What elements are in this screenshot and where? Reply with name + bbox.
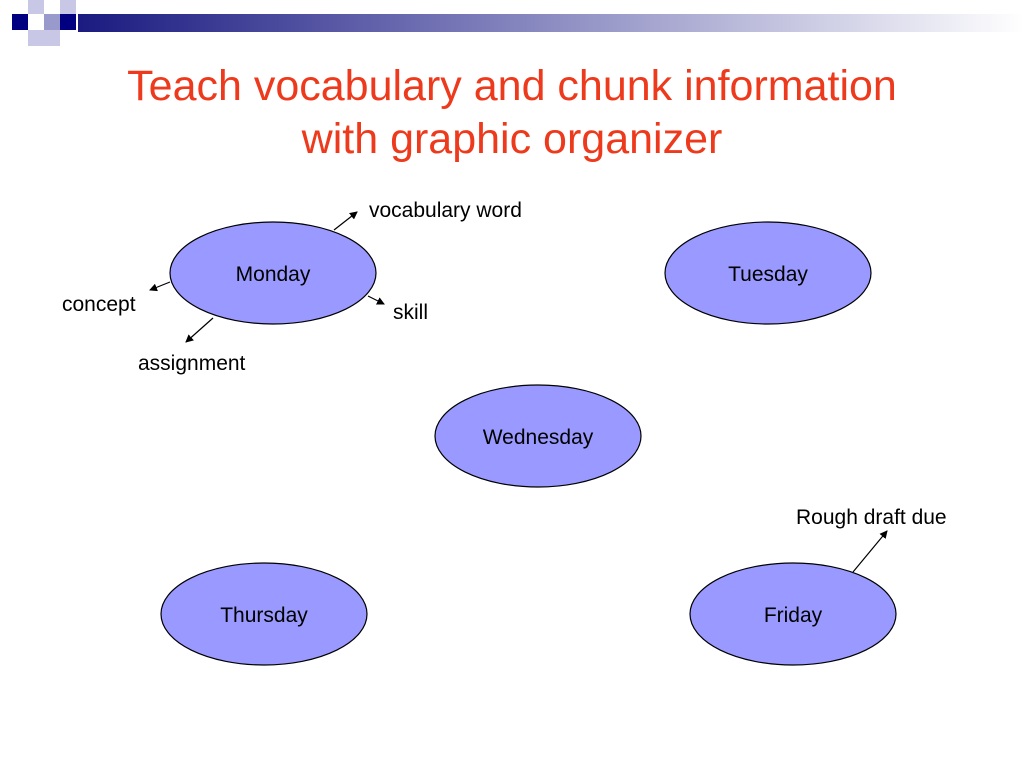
node-friday-label: Friday — [764, 604, 823, 627]
slide-title: Teach vocabulary and chunk information w… — [0, 60, 1024, 166]
node-friday-shape — [689, 562, 897, 666]
node-wednesday-label: Wednesday — [483, 426, 594, 449]
branch-skill: skill — [393, 301, 428, 324]
node-thursday: Thursday — [160, 562, 368, 666]
node-thursday-label: Thursday — [220, 604, 308, 627]
arrow-to-vocabulary-word — [333, 211, 358, 231]
branch-rough-draft-due: Rough draft due — [796, 506, 947, 529]
node-friday: Friday — [689, 562, 897, 666]
node-monday: Monday — [169, 221, 377, 325]
slide-title-line-2: with graphic organizer — [301, 115, 723, 163]
header-square — [44, 30, 60, 46]
header-square — [28, 0, 44, 14]
arrow-to-concept — [149, 281, 171, 292]
arrow-to-skill — [367, 295, 385, 305]
node-tuesday: Tuesday — [664, 221, 872, 325]
node-tuesday-shape — [664, 221, 872, 325]
arrow-to-assignment — [185, 317, 214, 343]
header-square — [12, 14, 28, 30]
header-gradient-bar — [78, 14, 1024, 32]
node-monday-label: Monday — [236, 263, 311, 286]
node-monday-shape — [169, 221, 377, 325]
header-square — [60, 0, 76, 14]
node-wednesday: Wednesday — [434, 384, 642, 488]
branch-concept: concept — [62, 293, 136, 316]
branch-assignment: assignment — [138, 352, 246, 375]
header-square — [60, 14, 76, 30]
node-wednesday-shape — [434, 384, 642, 488]
header-decoration — [12, 0, 1024, 46]
header-square — [28, 30, 44, 46]
node-tuesday-label: Tuesday — [728, 263, 808, 286]
header-square — [44, 14, 60, 30]
slide-title-line-1: Teach vocabulary and chunk information — [127, 62, 897, 110]
branch-vocabulary-word: vocabulary word — [369, 199, 522, 222]
node-thursday-shape — [160, 562, 368, 666]
arrow-to-rough-draft-due — [852, 530, 888, 573]
